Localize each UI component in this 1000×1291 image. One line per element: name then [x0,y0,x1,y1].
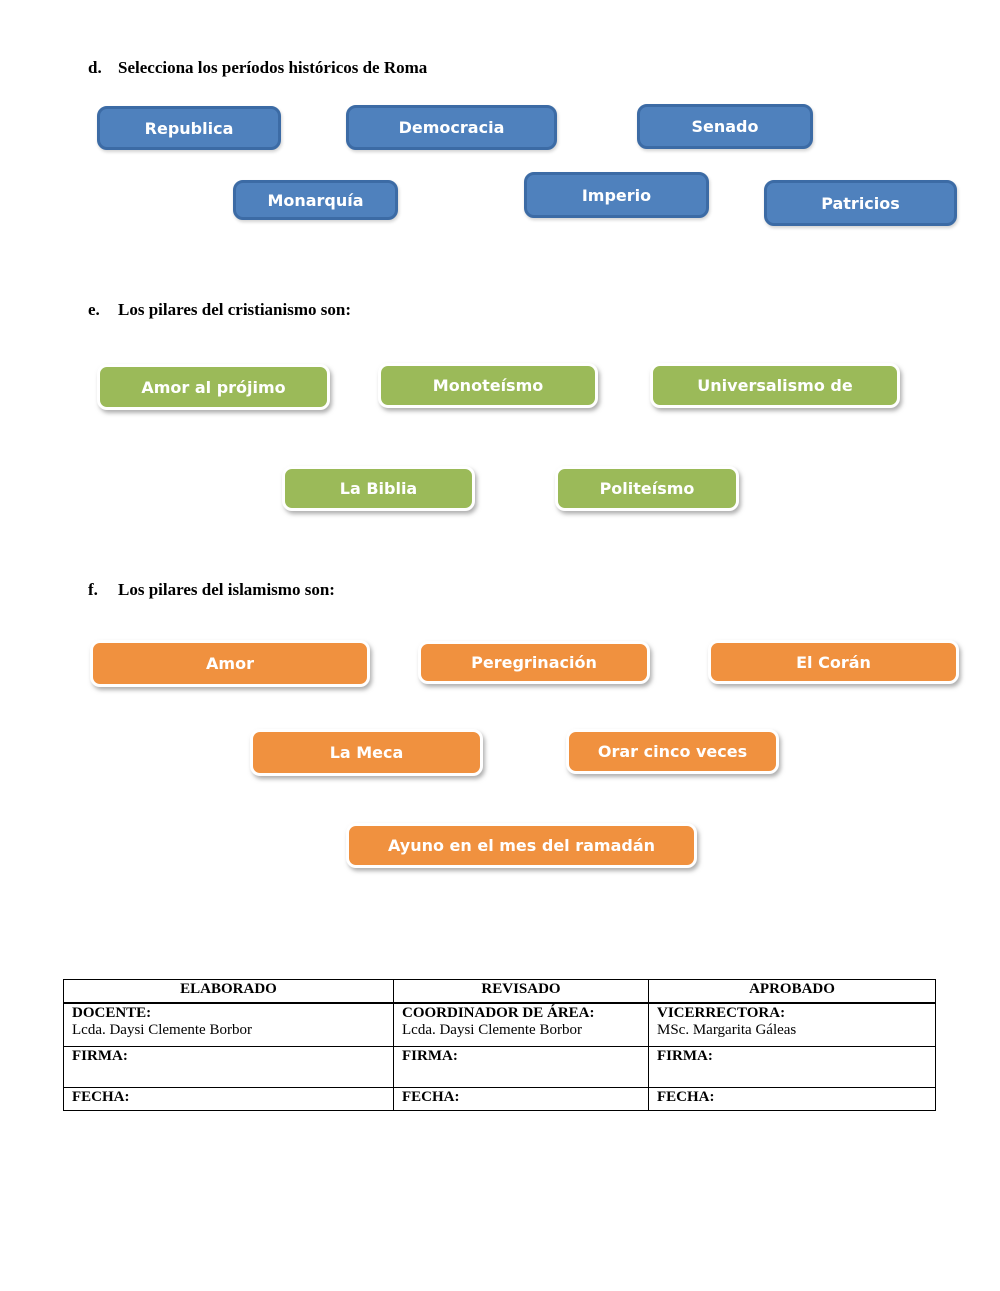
table-cell-fecha-2: FECHA: [393,1087,649,1111]
question-e-title: Los pilares del cristianismo son: [118,300,351,319]
option-button-republica[interactable]: Republica [97,106,281,150]
firma-label-1: FIRMA: [72,1048,128,1064]
table-cell-docente: DOCENTE: Lcda. Daysi Clemente Borbor [63,1002,394,1047]
question-e-letter: e. [88,300,100,319]
table-cell-fecha-3: FECHA: [648,1087,936,1111]
table-firma-row: FIRMA: FIRMA: FIRMA: [63,1046,936,1088]
option-button-patricios[interactable]: Patricios [764,180,957,226]
table-header-aprobado: APROBADO [648,979,936,1004]
table-cell-firma-2: FIRMA: [393,1046,649,1088]
question-f-letter: f. [88,580,98,599]
firma-label-2: FIRMA: [402,1048,458,1064]
question-d-letter: d. [88,58,102,77]
option-button-monarquia[interactable]: Monarquía [233,180,398,220]
option-button-la-biblia[interactable]: La Biblia [282,466,475,511]
vicerrectora-name: MSc. Margarita Gáleas [657,1022,797,1038]
fecha-label-2: FECHA: [402,1089,460,1105]
table-fecha-row: FECHA: FECHA: FECHA: [63,1087,936,1111]
coordinador-label: COORDINADOR DE ÁREA: [402,1005,595,1021]
question-f-title: Los pilares del islamismo son: [118,580,335,599]
question-d-heading: d. Selecciona los períodos históricos de… [88,58,427,78]
table-cell-vicerrectora: VICERRECTORA: MSc. Margarita Gáleas [648,1002,936,1047]
option-button-senado[interactable]: Senado [637,104,813,149]
fecha-label-1: FECHA: [72,1089,130,1105]
option-button-amor-al-projimo[interactable]: Amor al prójimo [97,364,330,410]
option-button-la-meca[interactable]: La Meca [250,729,483,776]
table-header-revisado: REVISADO [393,979,649,1004]
firma-label-3: FIRMA: [657,1048,713,1064]
question-e-heading: e. Los pilares del cristianismo son: [88,300,351,320]
option-button-monoteismo[interactable]: Monoteísmo [378,363,598,408]
table-cell-coordinador: COORDINADOR DE ÁREA: Lcda. Daysi Clement… [393,1002,649,1047]
option-button-democracia[interactable]: Democracia [346,105,557,150]
table-cell-fecha-1: FECHA: [63,1087,394,1111]
option-button-universalismo[interactable]: Universalismo de [650,363,900,408]
coordinador-name: Lcda. Daysi Clemente Borbor [402,1022,582,1038]
table-role-row: DOCENTE: Lcda. Daysi Clemente Borbor COO… [63,1002,936,1047]
vicerrectora-label: VICERRECTORA: [657,1005,786,1021]
fecha-label-3: FECHA: [657,1089,715,1105]
question-f-heading: f. Los pilares del islamismo son: [88,580,335,600]
table-cell-firma-1: FIRMA: [63,1046,394,1088]
option-button-orar-cinco-veces[interactable]: Orar cinco veces [566,729,779,774]
option-button-peregrinacion[interactable]: Peregrinación [418,641,650,684]
approval-table: ELABORADO REVISADO APROBADO DOCENTE: Lcd… [63,979,936,1111]
question-d-title: Selecciona los períodos históricos de Ro… [118,58,428,77]
option-button-el-coran[interactable]: El Corán [708,640,959,684]
option-button-amor[interactable]: Amor [90,640,370,687]
option-button-politeismo[interactable]: Politeísmo [555,466,739,511]
table-cell-firma-3: FIRMA: [648,1046,936,1088]
table-header-row: ELABORADO REVISADO APROBADO [63,979,936,1004]
option-button-imperio[interactable]: Imperio [524,172,709,218]
docente-label: DOCENTE: [72,1005,152,1021]
docente-name: Lcda. Daysi Clemente Borbor [72,1022,252,1038]
option-button-ayuno-ramadan[interactable]: Ayuno en el mes del ramadán [346,823,697,868]
table-header-elaborado: ELABORADO [63,979,394,1004]
